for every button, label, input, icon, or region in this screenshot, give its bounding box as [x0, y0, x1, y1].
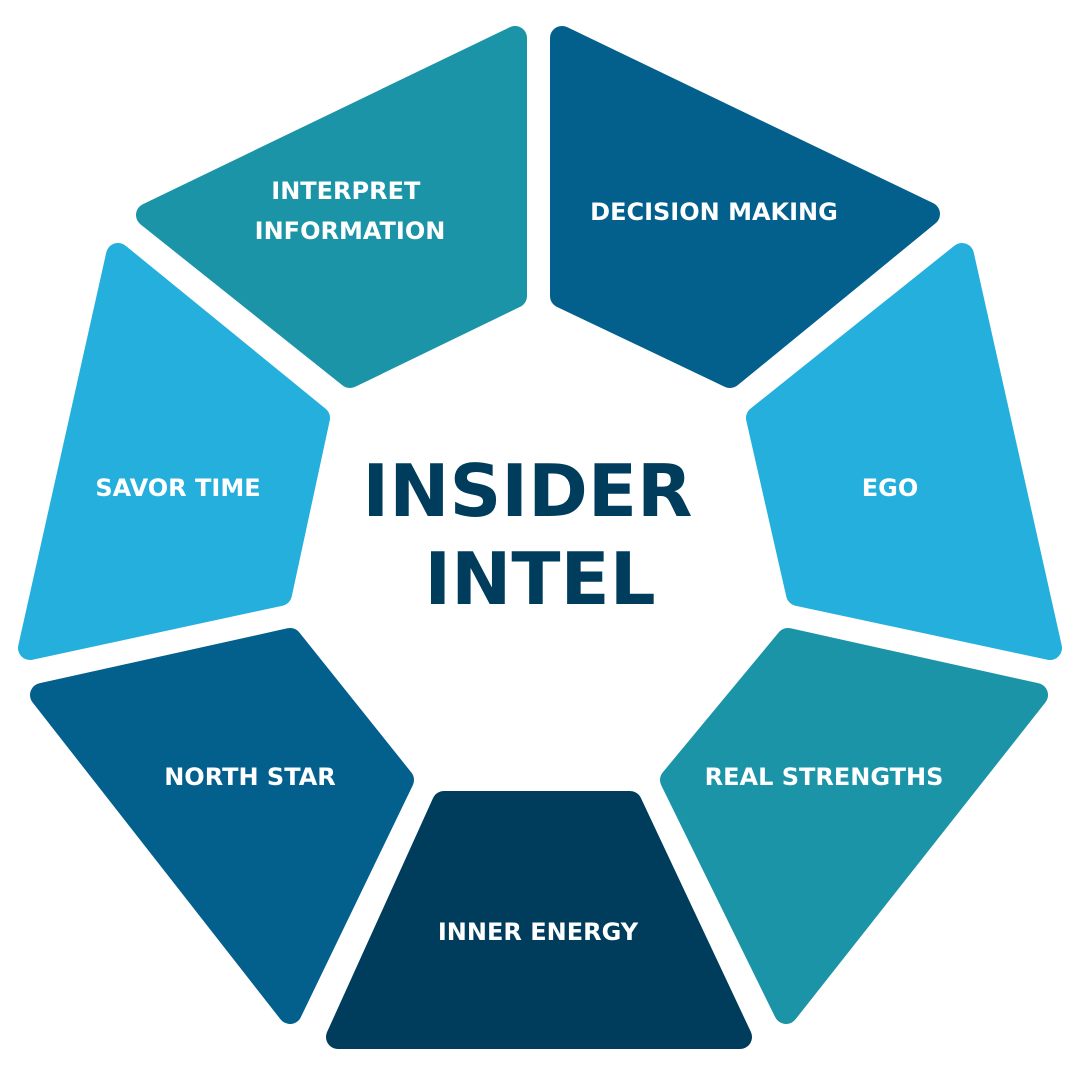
segment-shape	[746, 243, 1062, 660]
segment-label: INNER ENERGY	[438, 918, 639, 946]
segment-shape	[136, 26, 527, 388]
segment-shape	[550, 26, 940, 388]
segment-inner-energy: INNER ENERGY	[326, 791, 752, 1049]
center-title: INSIDER INTEL	[362, 449, 717, 621]
segment-label: INTERPRET INFORMATION	[255, 177, 446, 245]
segment-label: DECISION MAKING	[590, 198, 838, 226]
segment-decision-making: DECISION MAKING	[550, 26, 940, 388]
segment-label: EGO	[862, 474, 919, 502]
segment-shape	[660, 628, 1048, 1024]
segment-shape	[30, 628, 414, 1024]
segment-savor-time: SAVOR TIME	[18, 243, 330, 660]
segment-ego: EGO	[746, 243, 1062, 660]
segment-label: SAVOR TIME	[95, 474, 260, 502]
segment-interpret-information: INTERPRET INFORMATION	[136, 26, 527, 388]
segment-shape	[326, 791, 752, 1049]
segment-label: REAL STRENGTHS	[705, 763, 944, 791]
segment-label: NORTH STAR	[164, 763, 336, 791]
segment-real-strengths: REAL STRENGTHS	[660, 628, 1048, 1024]
segment-shape	[18, 243, 330, 660]
segment-north-star: NORTH STAR	[30, 628, 414, 1024]
